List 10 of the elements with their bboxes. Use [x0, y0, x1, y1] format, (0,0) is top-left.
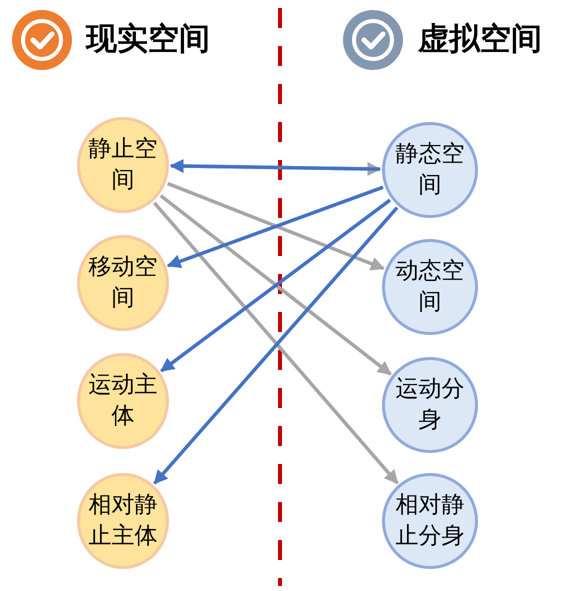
node-label: 移动空间: [88, 253, 158, 313]
node-label: 运动主体: [88, 371, 158, 431]
node-label: 运动分身: [394, 375, 466, 435]
node-label: 相对静止主体: [88, 491, 158, 551]
node-label: 静止空间: [88, 135, 158, 195]
heading: 现实空间: [86, 20, 210, 59]
node-label: 动态空间: [394, 257, 466, 317]
node-label: 静态空间: [394, 140, 466, 200]
node-label: 相对静止分身: [394, 491, 466, 551]
heading: 虚拟空间: [418, 20, 542, 59]
